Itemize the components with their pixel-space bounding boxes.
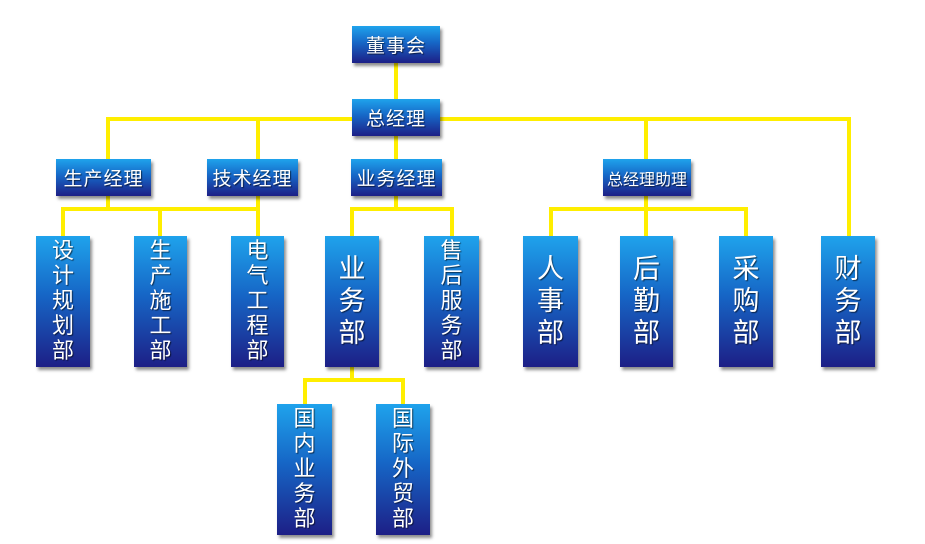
electrical-engineering-dept-box: 电气工程部 xyxy=(231,236,284,367)
technical-manager-box: 技术经理 xyxy=(207,159,298,196)
production-construction-dept-box: 生产施工部 xyxy=(134,236,187,367)
electrical-engineering-dept-label: 电气工程部 xyxy=(246,239,269,364)
after-sales-dept-box: 售后服务部 xyxy=(424,236,479,367)
logistics-dept-label: 后勤部 xyxy=(633,253,660,349)
board-box: 董事会 xyxy=(352,26,440,63)
finance-dept-label: 财务部 xyxy=(834,253,862,349)
after-sales-dept-label: 售后服务部 xyxy=(440,239,463,364)
business-manager-box: 业务经理 xyxy=(351,159,442,196)
procurement-dept-label: 采购部 xyxy=(732,253,760,349)
hr-dept-label: 人事部 xyxy=(537,253,564,349)
domestic-business-dept-box: 国内业务部 xyxy=(277,404,332,535)
business-dept-box: 业务部 xyxy=(325,236,379,367)
production-manager-label: 生产经理 xyxy=(63,168,144,190)
general-manager-box: 总经理 xyxy=(352,99,440,136)
business-manager-label: 业务经理 xyxy=(356,168,437,190)
international-trade-dept-label: 国际外贸部 xyxy=(392,407,415,532)
technical-manager-label: 技术经理 xyxy=(212,168,293,190)
board-label: 董事会 xyxy=(365,35,426,57)
design-planning-dept-label: 设计规划部 xyxy=(52,239,75,364)
production-manager-box: 生产经理 xyxy=(56,159,151,196)
production-construction-dept-label: 生产施工部 xyxy=(149,239,172,364)
business-dept-label: 业务部 xyxy=(338,253,366,349)
international-trade-dept-box: 国际外贸部 xyxy=(376,404,430,535)
general-manager-label: 总经理 xyxy=(365,108,426,130)
gm-assistant-box: 总经理助理 xyxy=(603,159,691,196)
design-planning-dept-box: 设计规划部 xyxy=(36,236,90,367)
domestic-business-dept-label: 国内业务部 xyxy=(293,407,316,532)
finance-dept-box: 财务部 xyxy=(821,236,875,367)
logistics-dept-box: 后勤部 xyxy=(620,236,673,367)
hr-dept-box: 人事部 xyxy=(523,236,578,367)
procurement-dept-box: 采购部 xyxy=(719,236,773,367)
gm-assistant-label: 总经理助理 xyxy=(606,169,687,189)
